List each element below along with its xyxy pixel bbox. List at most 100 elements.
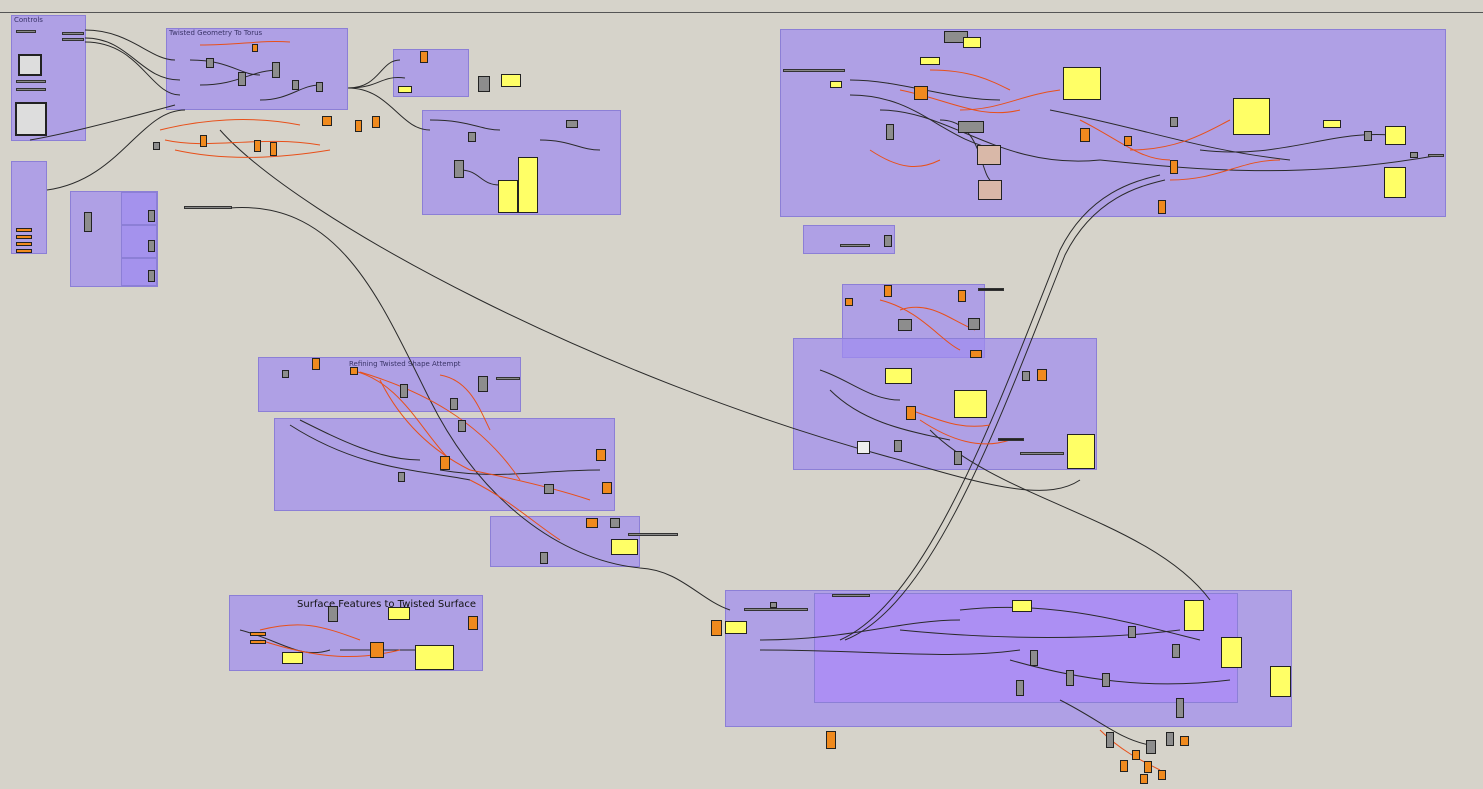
slider-input[interactable] bbox=[1428, 154, 1444, 157]
component-node[interactable] bbox=[238, 72, 246, 86]
component-node[interactable] bbox=[1102, 673, 1110, 687]
slider-input[interactable] bbox=[628, 533, 678, 536]
component-node[interactable] bbox=[400, 384, 408, 398]
preview-component[interactable] bbox=[977, 145, 1001, 165]
slider-input[interactable] bbox=[16, 80, 46, 83]
group-small-b[interactable] bbox=[803, 225, 895, 254]
gradient-component[interactable] bbox=[15, 102, 47, 136]
component-node[interactable] bbox=[566, 120, 578, 128]
param-component[interactable] bbox=[1180, 736, 1189, 746]
component-node[interactable] bbox=[1170, 117, 1178, 127]
panel-component[interactable] bbox=[1384, 167, 1406, 198]
component-node[interactable] bbox=[1022, 371, 1030, 381]
component-node[interactable] bbox=[1106, 732, 1114, 748]
param-component[interactable] bbox=[826, 731, 836, 749]
param-component[interactable] bbox=[16, 249, 32, 253]
component-node[interactable] bbox=[1172, 644, 1180, 658]
toggle-component[interactable] bbox=[857, 441, 870, 454]
slider-input[interactable] bbox=[496, 377, 520, 380]
component-node[interactable] bbox=[954, 451, 962, 465]
panel-component[interactable] bbox=[1184, 600, 1204, 631]
component-node[interactable] bbox=[1066, 670, 1074, 686]
param-component[interactable] bbox=[970, 350, 982, 358]
panel-component[interactable] bbox=[920, 57, 940, 65]
panel-component[interactable] bbox=[1323, 120, 1341, 128]
component-node[interactable] bbox=[770, 602, 777, 608]
slider-input[interactable] bbox=[16, 88, 46, 91]
component-node[interactable] bbox=[968, 318, 980, 330]
param-component[interactable] bbox=[1037, 369, 1047, 381]
panel-component[interactable] bbox=[1233, 98, 1270, 135]
slider-component[interactable] bbox=[18, 54, 42, 76]
param-component[interactable] bbox=[1144, 761, 1152, 773]
component-node[interactable] bbox=[450, 398, 458, 410]
slider-input[interactable] bbox=[978, 288, 1004, 291]
group-twisted-to-torus[interactable]: Twisted Geometry To Torus bbox=[166, 28, 348, 110]
param-component[interactable] bbox=[370, 642, 384, 658]
panel-component[interactable] bbox=[830, 81, 842, 88]
component-node[interactable] bbox=[206, 58, 214, 68]
panel-component[interactable] bbox=[963, 37, 981, 48]
component-node[interactable] bbox=[468, 132, 476, 142]
preview-component[interactable] bbox=[978, 180, 1002, 200]
param-component[interactable] bbox=[322, 116, 332, 126]
slider-input[interactable] bbox=[832, 594, 870, 597]
component-node[interactable] bbox=[1410, 152, 1418, 158]
panel-component[interactable] bbox=[388, 607, 410, 620]
panel-component[interactable] bbox=[1063, 67, 1101, 100]
panel-component[interactable] bbox=[498, 180, 518, 213]
component-node[interactable] bbox=[884, 235, 892, 247]
param-component[interactable] bbox=[16, 228, 32, 232]
component-node[interactable] bbox=[328, 606, 338, 622]
component-node[interactable] bbox=[894, 440, 902, 452]
param-component[interactable] bbox=[270, 142, 277, 156]
param-component[interactable] bbox=[845, 298, 853, 306]
component-node[interactable] bbox=[292, 80, 299, 90]
param-component[interactable] bbox=[1170, 160, 1178, 174]
panel-component[interactable] bbox=[398, 86, 412, 93]
group-mid-lower[interactable] bbox=[793, 338, 1097, 470]
param-component[interactable] bbox=[372, 116, 380, 128]
panel-component[interactable] bbox=[518, 157, 538, 213]
component-node[interactable] bbox=[898, 319, 912, 331]
param-component[interactable] bbox=[586, 518, 598, 528]
param-component[interactable] bbox=[16, 242, 32, 246]
panel-component[interactable] bbox=[611, 539, 638, 555]
component-node[interactable] bbox=[282, 370, 289, 378]
param-component[interactable] bbox=[1140, 774, 1148, 784]
panel-component[interactable] bbox=[1221, 637, 1242, 668]
param-component[interactable] bbox=[1132, 750, 1140, 760]
panel-component[interactable] bbox=[1067, 434, 1095, 469]
slider-input[interactable] bbox=[998, 438, 1024, 441]
component-node[interactable] bbox=[1364, 131, 1372, 141]
component-node[interactable] bbox=[1030, 650, 1038, 666]
param-component[interactable] bbox=[1120, 760, 1128, 772]
param-component[interactable] bbox=[16, 235, 32, 239]
component-node[interactable] bbox=[316, 82, 323, 92]
param-component[interactable] bbox=[914, 86, 928, 100]
param-component[interactable] bbox=[420, 51, 428, 63]
component-node[interactable] bbox=[272, 62, 280, 78]
component-node[interactable] bbox=[148, 210, 155, 222]
component-node[interactable] bbox=[958, 121, 984, 133]
param-component[interactable] bbox=[958, 290, 966, 302]
param-component[interactable] bbox=[602, 482, 612, 494]
component-node[interactable] bbox=[886, 124, 894, 140]
param-component[interactable] bbox=[1158, 200, 1166, 214]
group-refine-body[interactable] bbox=[274, 418, 615, 511]
param-component[interactable] bbox=[254, 140, 261, 152]
slider-input[interactable] bbox=[16, 30, 36, 33]
slider-input[interactable] bbox=[783, 69, 845, 72]
param-component[interactable] bbox=[252, 44, 258, 52]
component-node[interactable] bbox=[84, 212, 92, 232]
component-node[interactable] bbox=[1128, 626, 1136, 638]
slider-input[interactable] bbox=[184, 206, 232, 209]
component-node[interactable] bbox=[478, 76, 490, 92]
component-node[interactable] bbox=[153, 142, 160, 150]
param-component[interactable] bbox=[1124, 136, 1132, 146]
slider-input[interactable] bbox=[62, 32, 84, 35]
param-component[interactable] bbox=[440, 456, 450, 470]
component-node[interactable] bbox=[458, 420, 466, 432]
panel-component[interactable] bbox=[725, 621, 747, 634]
panel-component[interactable] bbox=[1385, 126, 1406, 145]
